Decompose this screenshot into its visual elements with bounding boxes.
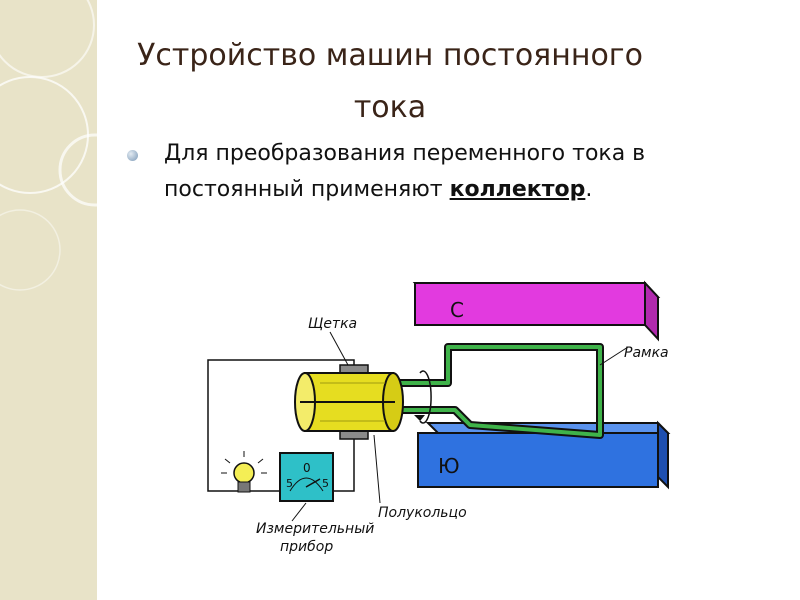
decorative-circles	[0, 0, 97, 291]
page-title: Устройство машин постоянного тока	[137, 38, 643, 125]
rotation-arrow-icon	[419, 370, 432, 424]
circuit-wire-top	[207, 359, 355, 492]
north-pole-label: С	[450, 298, 464, 322]
meter-zero-label: 0	[303, 461, 311, 475]
meter-label-line1: Измерительный	[256, 521, 374, 537]
wire-frame	[395, 343, 604, 439]
south-pole-label: Ю	[438, 454, 460, 478]
dc-machine-diagram: С Ю	[207, 280, 671, 555]
meter-label-line2: прибор	[280, 539, 333, 555]
north-magnet: С	[412, 280, 661, 342]
bullet-keyword: коллектор	[449, 177, 586, 202]
meter-left-label: 5	[286, 477, 293, 490]
commutator	[294, 372, 404, 432]
meter-icon: 0 5 5	[279, 452, 334, 502]
bullet-text-main: Для преобразования переменного тока в по…	[164, 141, 646, 202]
bullet-dot-icon	[127, 150, 138, 161]
bullet-text: Для преобразования переменного тока в по…	[164, 136, 770, 208]
half-ring-label: Полукольцо	[378, 505, 467, 521]
meter-right-label: 5	[322, 477, 329, 490]
frame-label: Рамка	[624, 345, 669, 361]
bulb-icon	[221, 451, 267, 493]
decorative-sidebar	[0, 0, 97, 600]
brush-label: Щетка	[308, 316, 357, 332]
bullet-item: Для преобразования переменного тока в по…	[127, 136, 770, 208]
circuit-wire-bottom	[333, 439, 355, 492]
bullet-text-end: .	[585, 177, 593, 202]
